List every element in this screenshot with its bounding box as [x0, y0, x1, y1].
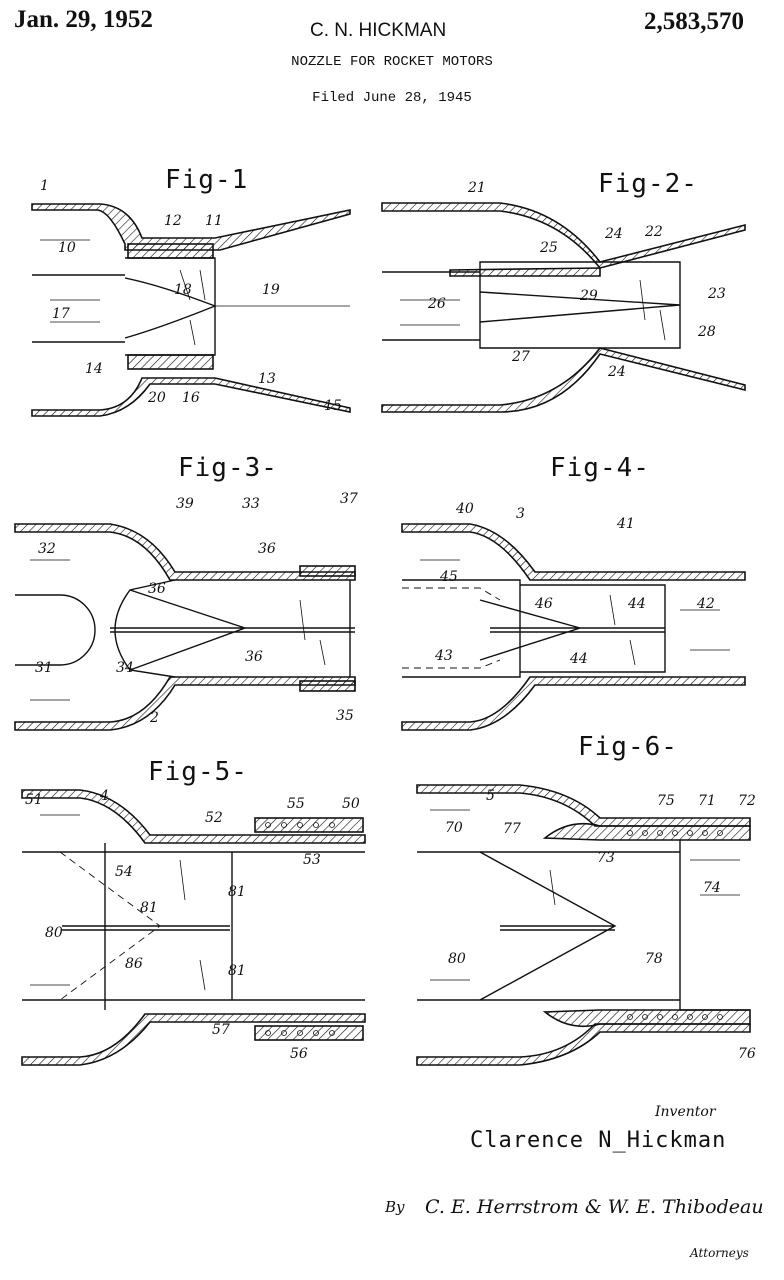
inventor-label: Inventor	[655, 1104, 716, 1120]
ref-label: 20	[147, 390, 166, 406]
ref-label: 3	[516, 506, 525, 522]
ref-label: 46	[534, 596, 553, 612]
ref-label: 51	[25, 792, 43, 808]
figure-2-title: Fig-2-	[598, 169, 698, 199]
figure-6: Fig-6- 5 75 71 72 70 77 73 74 80 78 76	[416, 732, 756, 1066]
ref-label: 80	[45, 925, 63, 941]
ref-label: 80	[448, 951, 466, 967]
ref-label: 50	[342, 796, 360, 812]
ref-label: 32	[38, 541, 56, 557]
ref-label: 13	[258, 371, 276, 387]
ref-label: 4	[99, 788, 109, 804]
ref-label: 22	[644, 224, 663, 240]
ref-label: 5	[486, 788, 495, 804]
attorneys-signature: C. E. Herrstrom & W. E. Thibodeau	[425, 1196, 764, 1218]
ref-label: 78	[645, 951, 663, 967]
ref-label: 24	[604, 226, 623, 242]
figure-5-title: Fig-5-	[148, 757, 248, 787]
ref-label: 42	[696, 596, 715, 612]
ref-label: 44	[569, 651, 588, 667]
ref-label: 72	[738, 793, 756, 809]
ref-label: 23	[707, 286, 726, 302]
ref-label: 33	[242, 496, 260, 512]
ref-label: 36	[258, 541, 276, 557]
figure-3-title: Fig-3-	[178, 453, 278, 483]
ref-label: 25	[539, 240, 558, 256]
by-label: By	[385, 1198, 405, 1216]
ref-label: 28	[697, 324, 716, 340]
ref-label: 29	[579, 288, 598, 304]
figure-1-title: Fig-1	[165, 165, 248, 195]
ref-label: 76	[738, 1046, 756, 1062]
ref-label: 74	[703, 880, 721, 896]
figure-4: Fig-4- 40 3 41 45 46 44 42 43 44	[401, 453, 746, 731]
ref-label: 56	[290, 1046, 308, 1062]
attorneys-label: Attorneys	[690, 1246, 749, 1260]
ref-label: 2	[149, 710, 159, 726]
ref-label: 53	[303, 852, 321, 868]
ref-label: 11	[205, 213, 223, 229]
ref-label: 17	[52, 306, 70, 322]
ref-label: 81	[140, 900, 158, 916]
ref-label: 15	[324, 398, 342, 414]
ref-label: 31	[35, 660, 53, 676]
ref-label: 86	[125, 956, 143, 972]
figure-4-title: Fig-4-	[550, 453, 650, 483]
figure-1: Fig-1 1 10 12 11 19 17 18 14 20 16 13 15	[31, 165, 351, 417]
ref-label: 81	[228, 963, 246, 979]
ref-label: 41	[616, 516, 635, 532]
ref-label: 39	[176, 496, 194, 512]
figure-3: Fig-3- 39 33 37 32 36 36 36 31 34 2 35	[14, 453, 358, 731]
patent-title: NOZZLE FOR ROCKET MOTORS	[291, 54, 493, 70]
ref-label: 36	[148, 581, 166, 597]
figure-6-title: Fig-6-	[578, 732, 678, 762]
inventor-header: C. N. HICKMAN	[310, 20, 447, 41]
ref-label: 75	[657, 793, 675, 809]
patent-date: Jan. 29, 1952	[14, 6, 153, 33]
ref-label: 37	[340, 491, 358, 507]
figure-5: Fig-5- 51 4 55 50 52 54 53 81 81 80 86 8…	[21, 757, 366, 1066]
ref-label: 12	[164, 213, 182, 229]
ref-label: 71	[698, 793, 716, 809]
ref-label: 1	[40, 178, 49, 194]
ref-label: 52	[205, 810, 223, 826]
ref-label: 14	[85, 361, 103, 377]
ref-label: 36	[245, 649, 263, 665]
ref-label: 77	[503, 821, 521, 837]
ref-label: 73	[597, 850, 615, 866]
ref-label: 45	[439, 569, 458, 585]
ref-label: 34	[116, 660, 134, 676]
ref-label: 81	[228, 884, 246, 900]
ref-label: 16	[182, 390, 200, 406]
filed-date: Filed June 28, 1945	[312, 90, 472, 106]
ref-label: 18	[174, 282, 192, 298]
ref-label: 26	[427, 296, 446, 312]
ref-label: 24	[607, 364, 626, 380]
inventor-name: Clarence N_Hickman	[470, 1128, 727, 1153]
ref-label: 43	[434, 648, 453, 664]
ref-label: 27	[511, 349, 530, 365]
ref-label: 70	[445, 820, 463, 836]
ref-label: 55	[287, 796, 305, 812]
ref-label: 19	[262, 282, 280, 298]
ref-label: 21	[467, 180, 486, 196]
ref-label: 57	[212, 1022, 230, 1038]
ref-label: 44	[627, 596, 646, 612]
ref-label: 35	[336, 708, 354, 724]
figure-2: Fig-2- 21 24 22 25 23 26 29 28 27 24	[381, 169, 746, 413]
patent-number: 2,583,570	[644, 8, 744, 35]
ref-label: 40	[455, 501, 474, 517]
ref-label: 10	[58, 240, 76, 256]
ref-label: 54	[115, 864, 133, 880]
